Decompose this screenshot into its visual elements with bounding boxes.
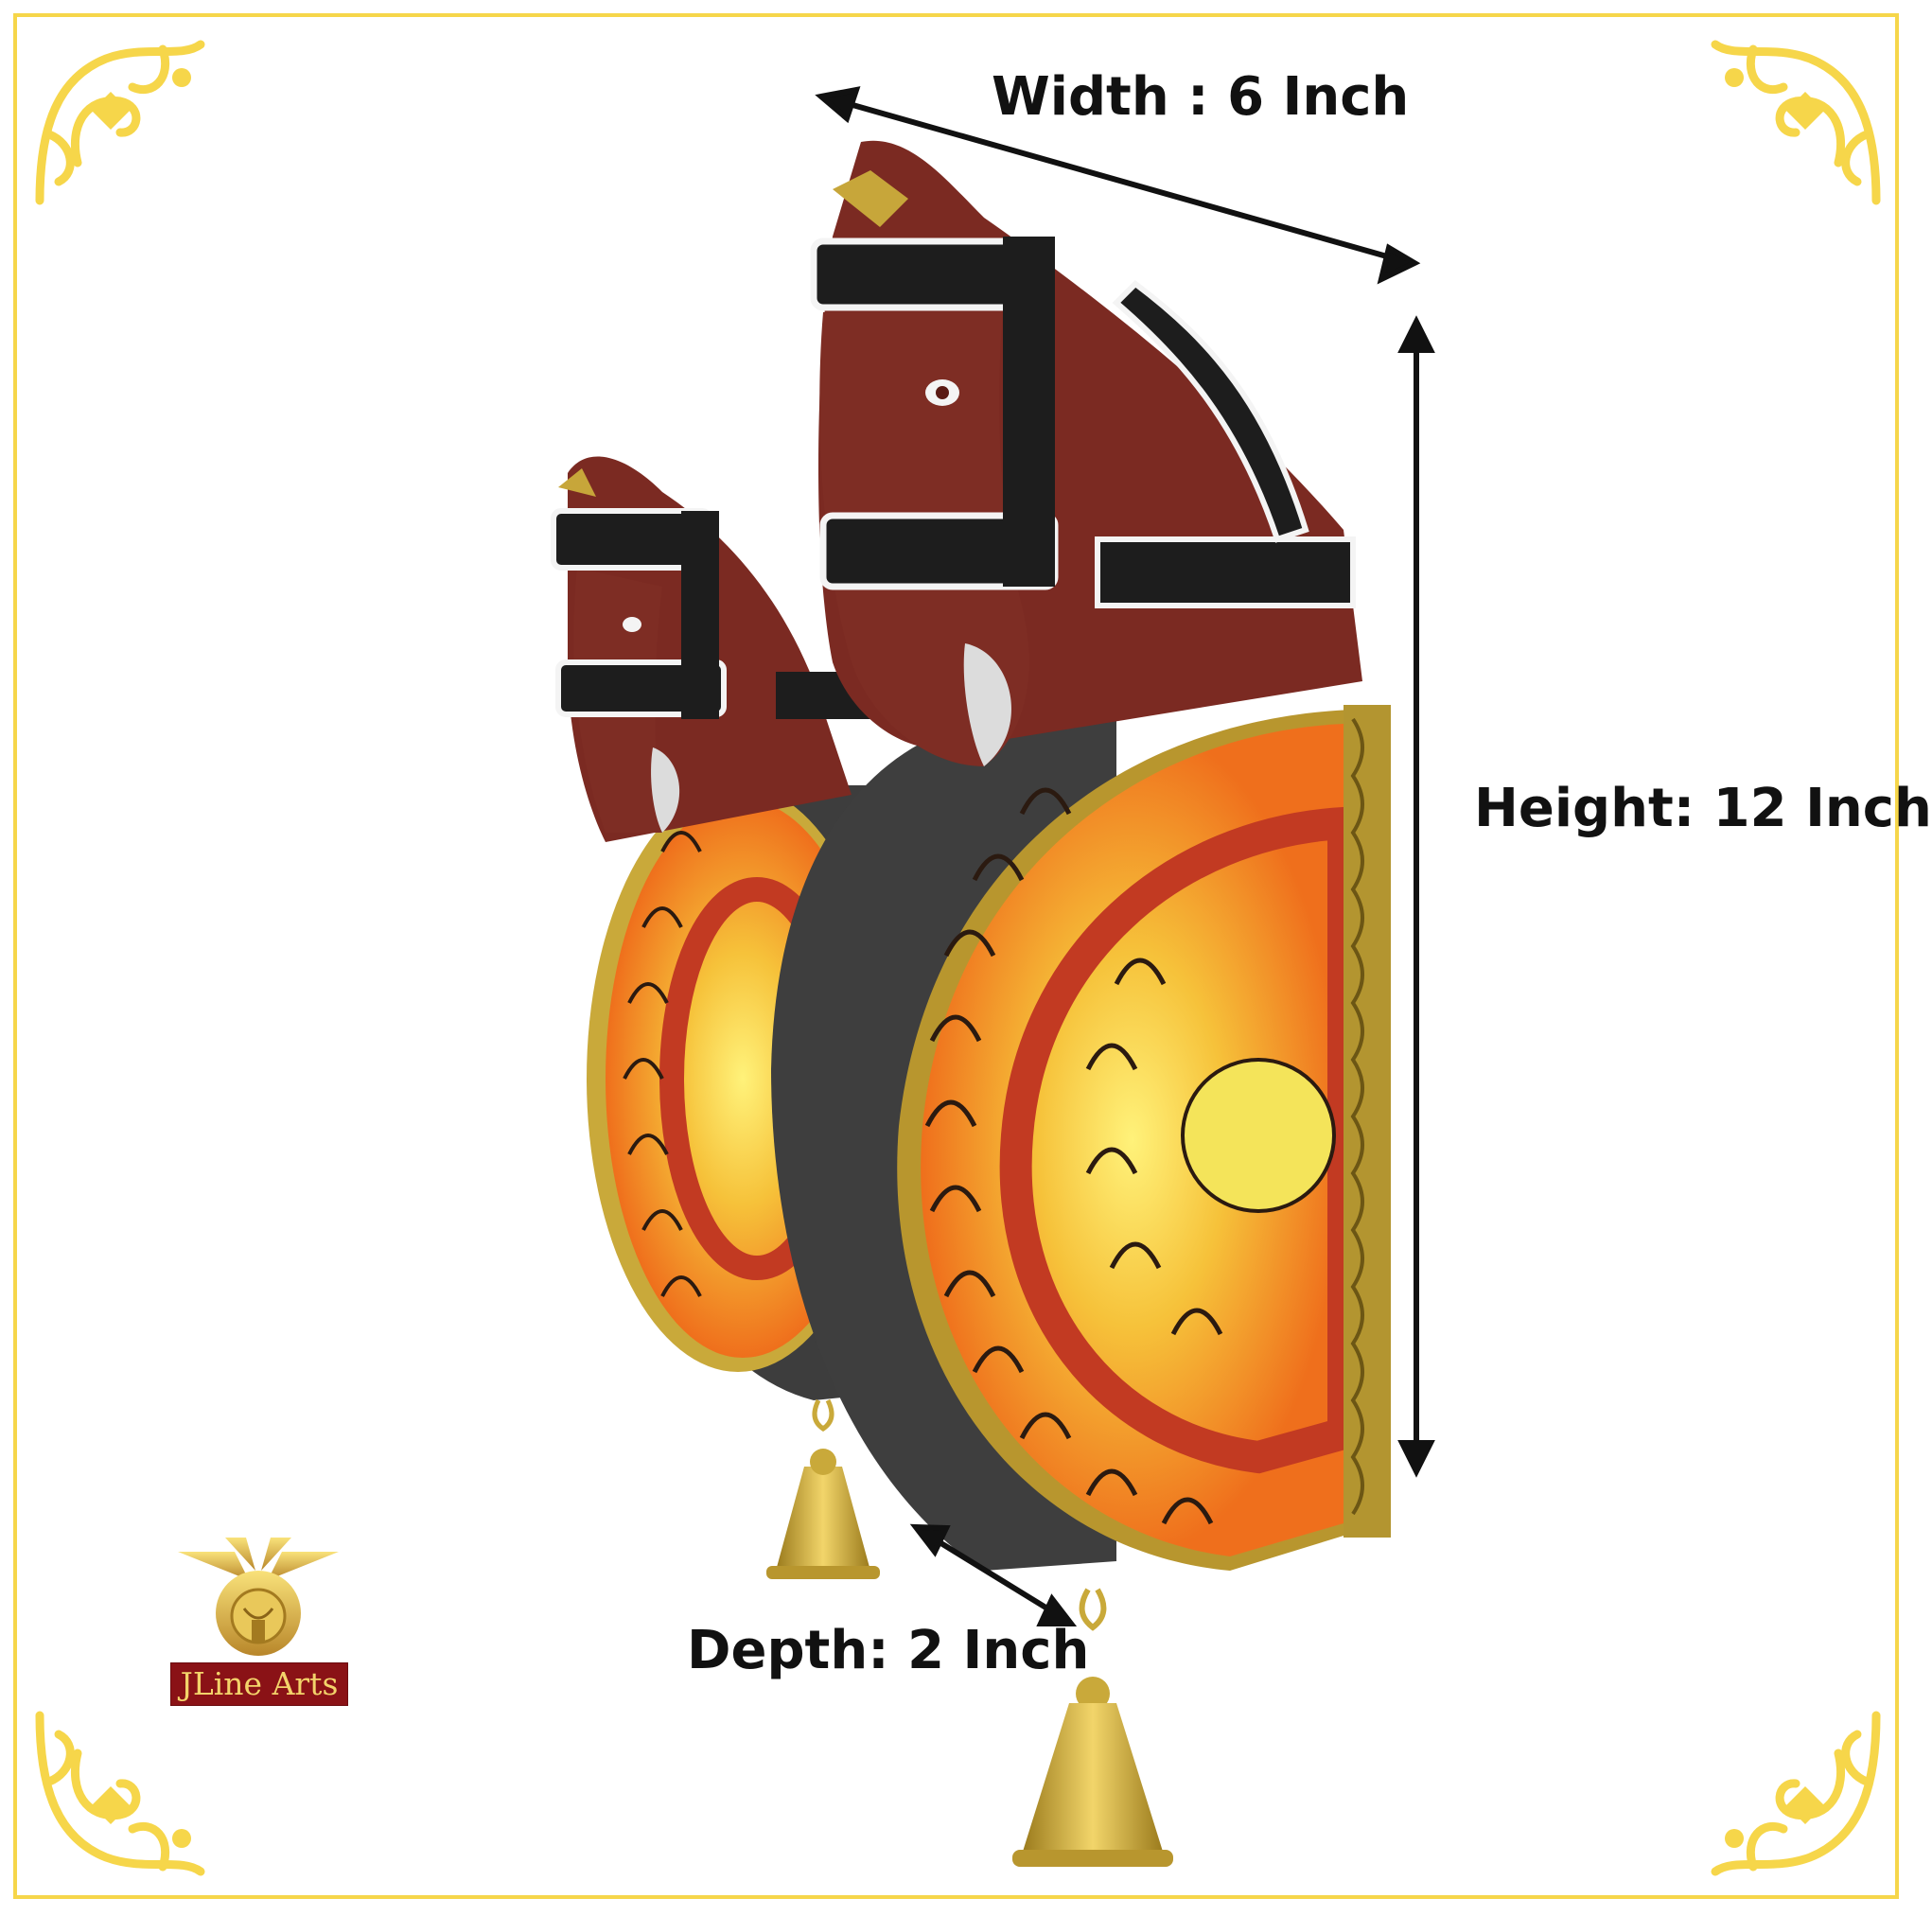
height-dimension-label: Height: 12 Inch [1474, 778, 1932, 839]
large-horse-head [810, 140, 1362, 766]
width-arrow-icon [815, 86, 1421, 285]
height-arrow-icon [1397, 315, 1435, 1478]
front-medallion [771, 705, 1391, 1571]
large-bell [1012, 1588, 1173, 1867]
brand-name-label: JLine Arts [170, 1662, 348, 1706]
small-horse-head [551, 456, 880, 842]
gold-frame-border [13, 13, 1899, 1899]
ornament-corner-bottom-left-icon [35, 1711, 205, 1876]
brand-lion-logo-icon [178, 1538, 339, 1656]
width-dimension-label: Width : 6 Inch [992, 66, 1410, 128]
ornament-corner-bottom-right-icon [1711, 1711, 1881, 1876]
depth-arrow-icon [909, 1523, 1078, 1626]
ornament-corner-top-left-icon [35, 40, 205, 205]
depth-dimension-label: Depth: 2 Inch [687, 1620, 1090, 1681]
small-bell [766, 1398, 880, 1579]
ornament-corner-top-right-icon [1711, 40, 1881, 205]
